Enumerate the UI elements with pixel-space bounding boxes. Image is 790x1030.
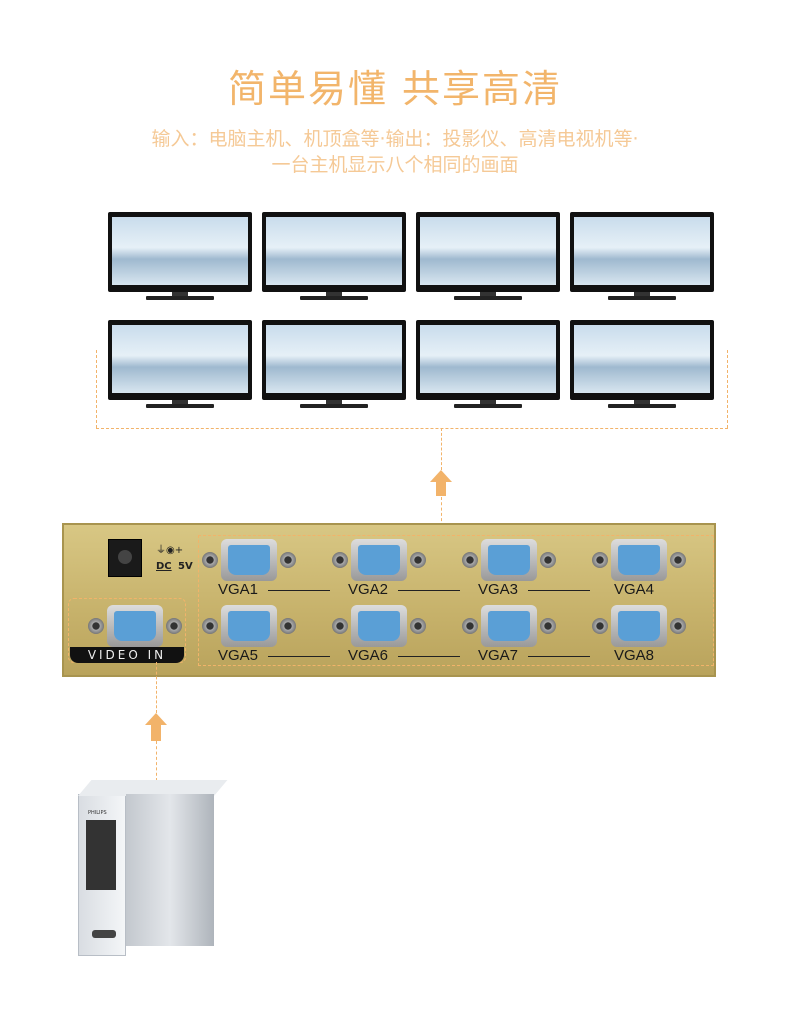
port-label: VGA1 xyxy=(218,581,259,598)
vga-output-port-2 xyxy=(332,539,426,581)
monitor-screen xyxy=(112,217,248,285)
monitor-screen xyxy=(266,325,402,393)
monitor xyxy=(108,212,252,300)
monitor xyxy=(570,212,714,300)
dc-label: DC xyxy=(156,561,172,572)
connector-line xyxy=(156,662,157,713)
vga-input-port xyxy=(88,605,182,647)
monitor-screen xyxy=(420,325,556,393)
port-label: VGA3 xyxy=(478,581,519,598)
divider xyxy=(528,656,590,657)
monitor xyxy=(416,320,560,408)
output-ports-area xyxy=(198,535,714,666)
vga-output-port-4 xyxy=(592,539,686,581)
port-label: VGA6 xyxy=(348,647,389,664)
vga-output-port-5 xyxy=(202,605,296,647)
vga-output-port-3 xyxy=(462,539,556,581)
port-label: VGA4 xyxy=(614,581,655,598)
port-label: VGA5 xyxy=(218,647,259,664)
arrow-up-icon xyxy=(430,470,452,496)
monitor-screen xyxy=(112,325,248,393)
monitor-screen xyxy=(574,217,710,285)
monitor xyxy=(108,320,252,408)
port-label: VGA2 xyxy=(348,581,389,598)
monitor-screen xyxy=(420,217,556,285)
vga-output-port-8 xyxy=(592,605,686,647)
divider xyxy=(268,656,330,657)
vga-output-port-1 xyxy=(202,539,296,581)
connector-line xyxy=(441,428,442,470)
headline: 简单易懂 共享高清 xyxy=(227,67,563,111)
video-in-label: VIDEO IN xyxy=(70,647,184,663)
computer-brand: PHILIPS xyxy=(88,810,107,816)
output-bracket-left xyxy=(96,350,97,428)
connector-line xyxy=(441,497,442,537)
power-jack xyxy=(108,539,142,577)
divider xyxy=(398,590,460,591)
output-bracket xyxy=(96,428,728,429)
dc-symbol-icon: ⏚◉+ xyxy=(156,545,184,556)
vga-output-port-7 xyxy=(462,605,556,647)
monitor-screen xyxy=(266,217,402,285)
arrow-up-icon xyxy=(145,713,167,741)
port-label: VGA8 xyxy=(614,647,655,664)
subtitle-line-1: 输入：电脑主机、机顶盒等·输出：投影仪、高清电视机等· xyxy=(151,128,639,150)
monitor xyxy=(262,320,406,408)
divider xyxy=(398,656,460,657)
monitor xyxy=(262,212,406,300)
divider xyxy=(528,590,590,591)
desktop-computer: PHILIPS xyxy=(78,780,228,956)
divider xyxy=(268,590,330,591)
output-bracket-right xyxy=(727,350,728,428)
vga-output-port-6 xyxy=(332,605,426,647)
connector-line xyxy=(156,741,157,781)
port-label: VGA7 xyxy=(478,647,519,664)
monitor xyxy=(416,212,560,300)
monitor-screen xyxy=(574,325,710,393)
monitor xyxy=(570,320,714,408)
subtitle-line-2: 一台主机显示八个相同的画面 xyxy=(271,154,519,176)
voltage-label: 5V xyxy=(178,561,193,572)
